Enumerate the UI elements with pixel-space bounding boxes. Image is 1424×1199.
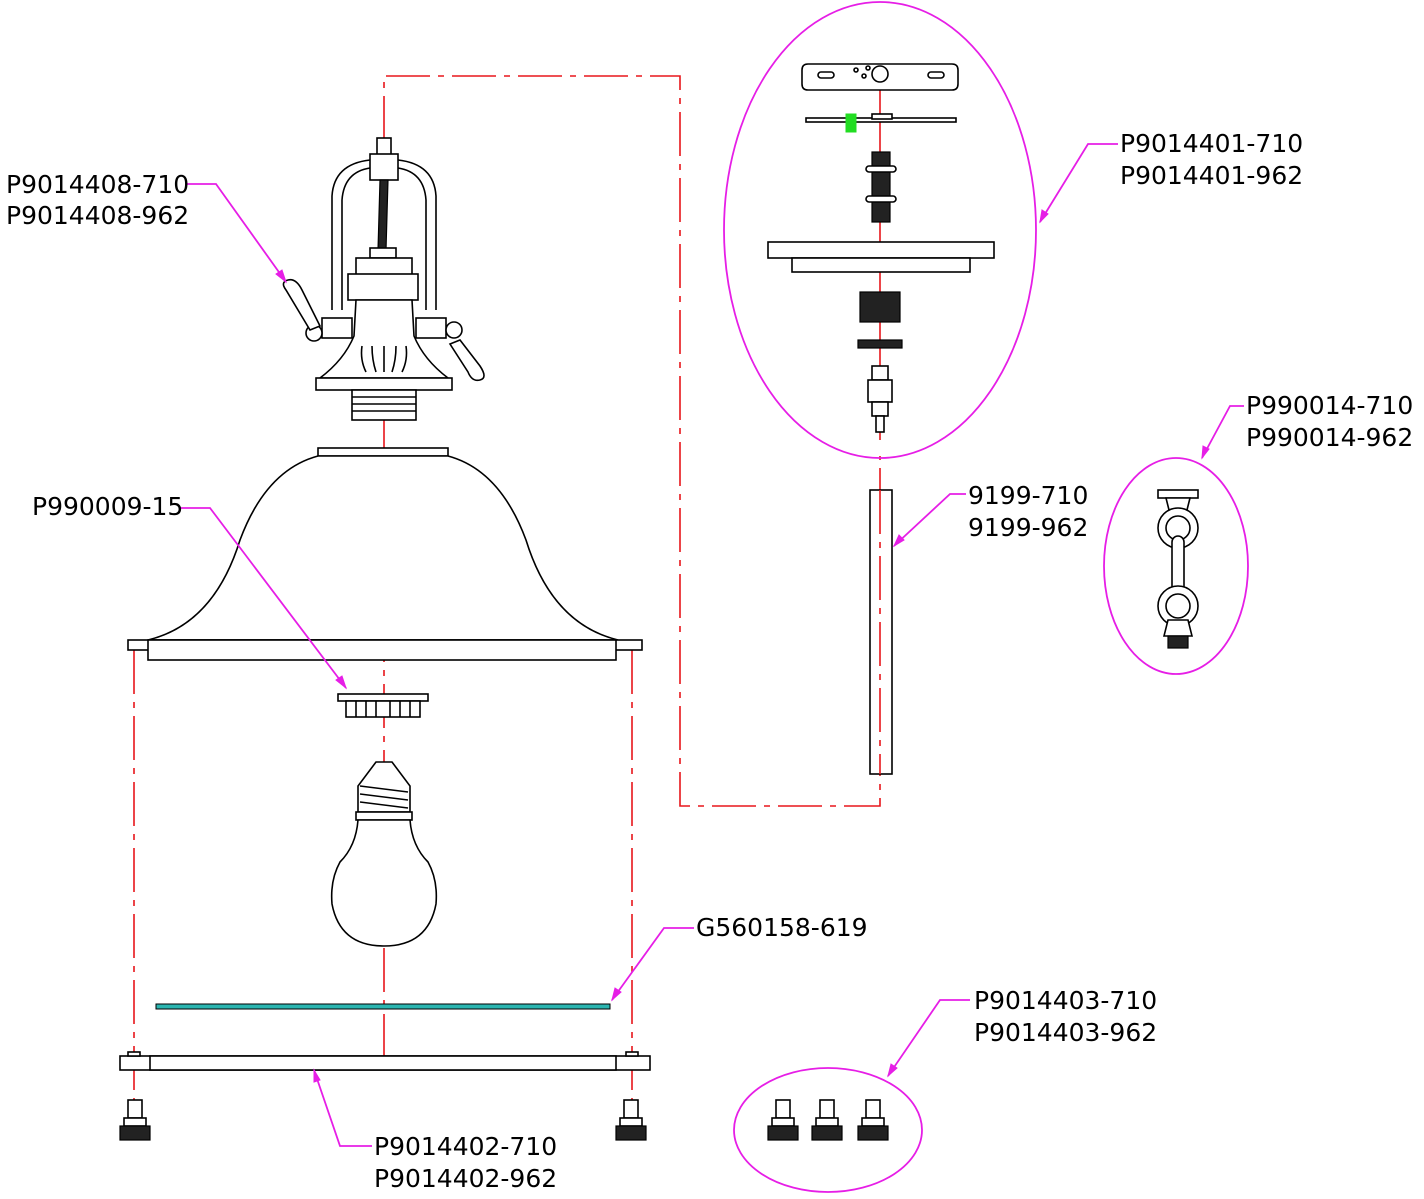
part-number: P9014403-710 [974,986,1157,1015]
glass-diffuser [155,1003,611,1010]
label-canopy: P9014401-710 P9014401-962 [1120,129,1303,190]
part-number: P9014402-962 [374,1164,557,1193]
detail-ellipse-finials [733,1067,923,1193]
label-ring: P990009-15 [32,492,183,521]
chain-detail [1103,457,1249,675]
canopy-detail [723,1,1037,459]
part-number: P9014408-710 [6,170,189,199]
label-socket-holder: P9014408-710 P9014408-962 [6,170,189,230]
downrod [869,489,893,775]
label-rod: 9199-710 9199-962 [968,481,1088,542]
part-number: 9199-710 [968,481,1088,510]
part-number: P9014403-962 [974,1018,1157,1047]
detail-ellipse-chain [1103,457,1249,675]
bottom-frame [119,1051,651,1071]
light-bulb [330,761,438,947]
finials-detail [733,1067,923,1193]
part-number: P9014401-962 [1120,161,1303,190]
glass-shade [127,447,643,661]
part-number: 9199-962 [968,513,1088,542]
detail-ellipse-canopy [723,1,1037,459]
socket-holder-assembly [282,137,485,421]
part-number: P9014401-710 [1120,129,1303,158]
shade-ring [337,693,429,718]
label-finials: P9014403-710 P9014403-962 [974,986,1157,1047]
washer [845,113,857,133]
part-number: P9014408-962 [6,201,189,230]
label-chain: P990014-710 P990014-962 [1246,391,1413,452]
finial-right [615,1099,647,1141]
leader-lines [180,143,1244,1147]
finial-left [119,1099,151,1141]
part-number: P990014-710 [1246,391,1413,420]
label-glass: G560158-619 [696,913,868,942]
part-number: G560158-619 [696,913,868,942]
part-number: P990014-962 [1246,423,1413,452]
part-number: P990009-15 [32,492,183,521]
part-number: P9014402-710 [374,1132,557,1161]
label-bottom-frame: P9014402-710 P9014402-962 [374,1132,557,1193]
